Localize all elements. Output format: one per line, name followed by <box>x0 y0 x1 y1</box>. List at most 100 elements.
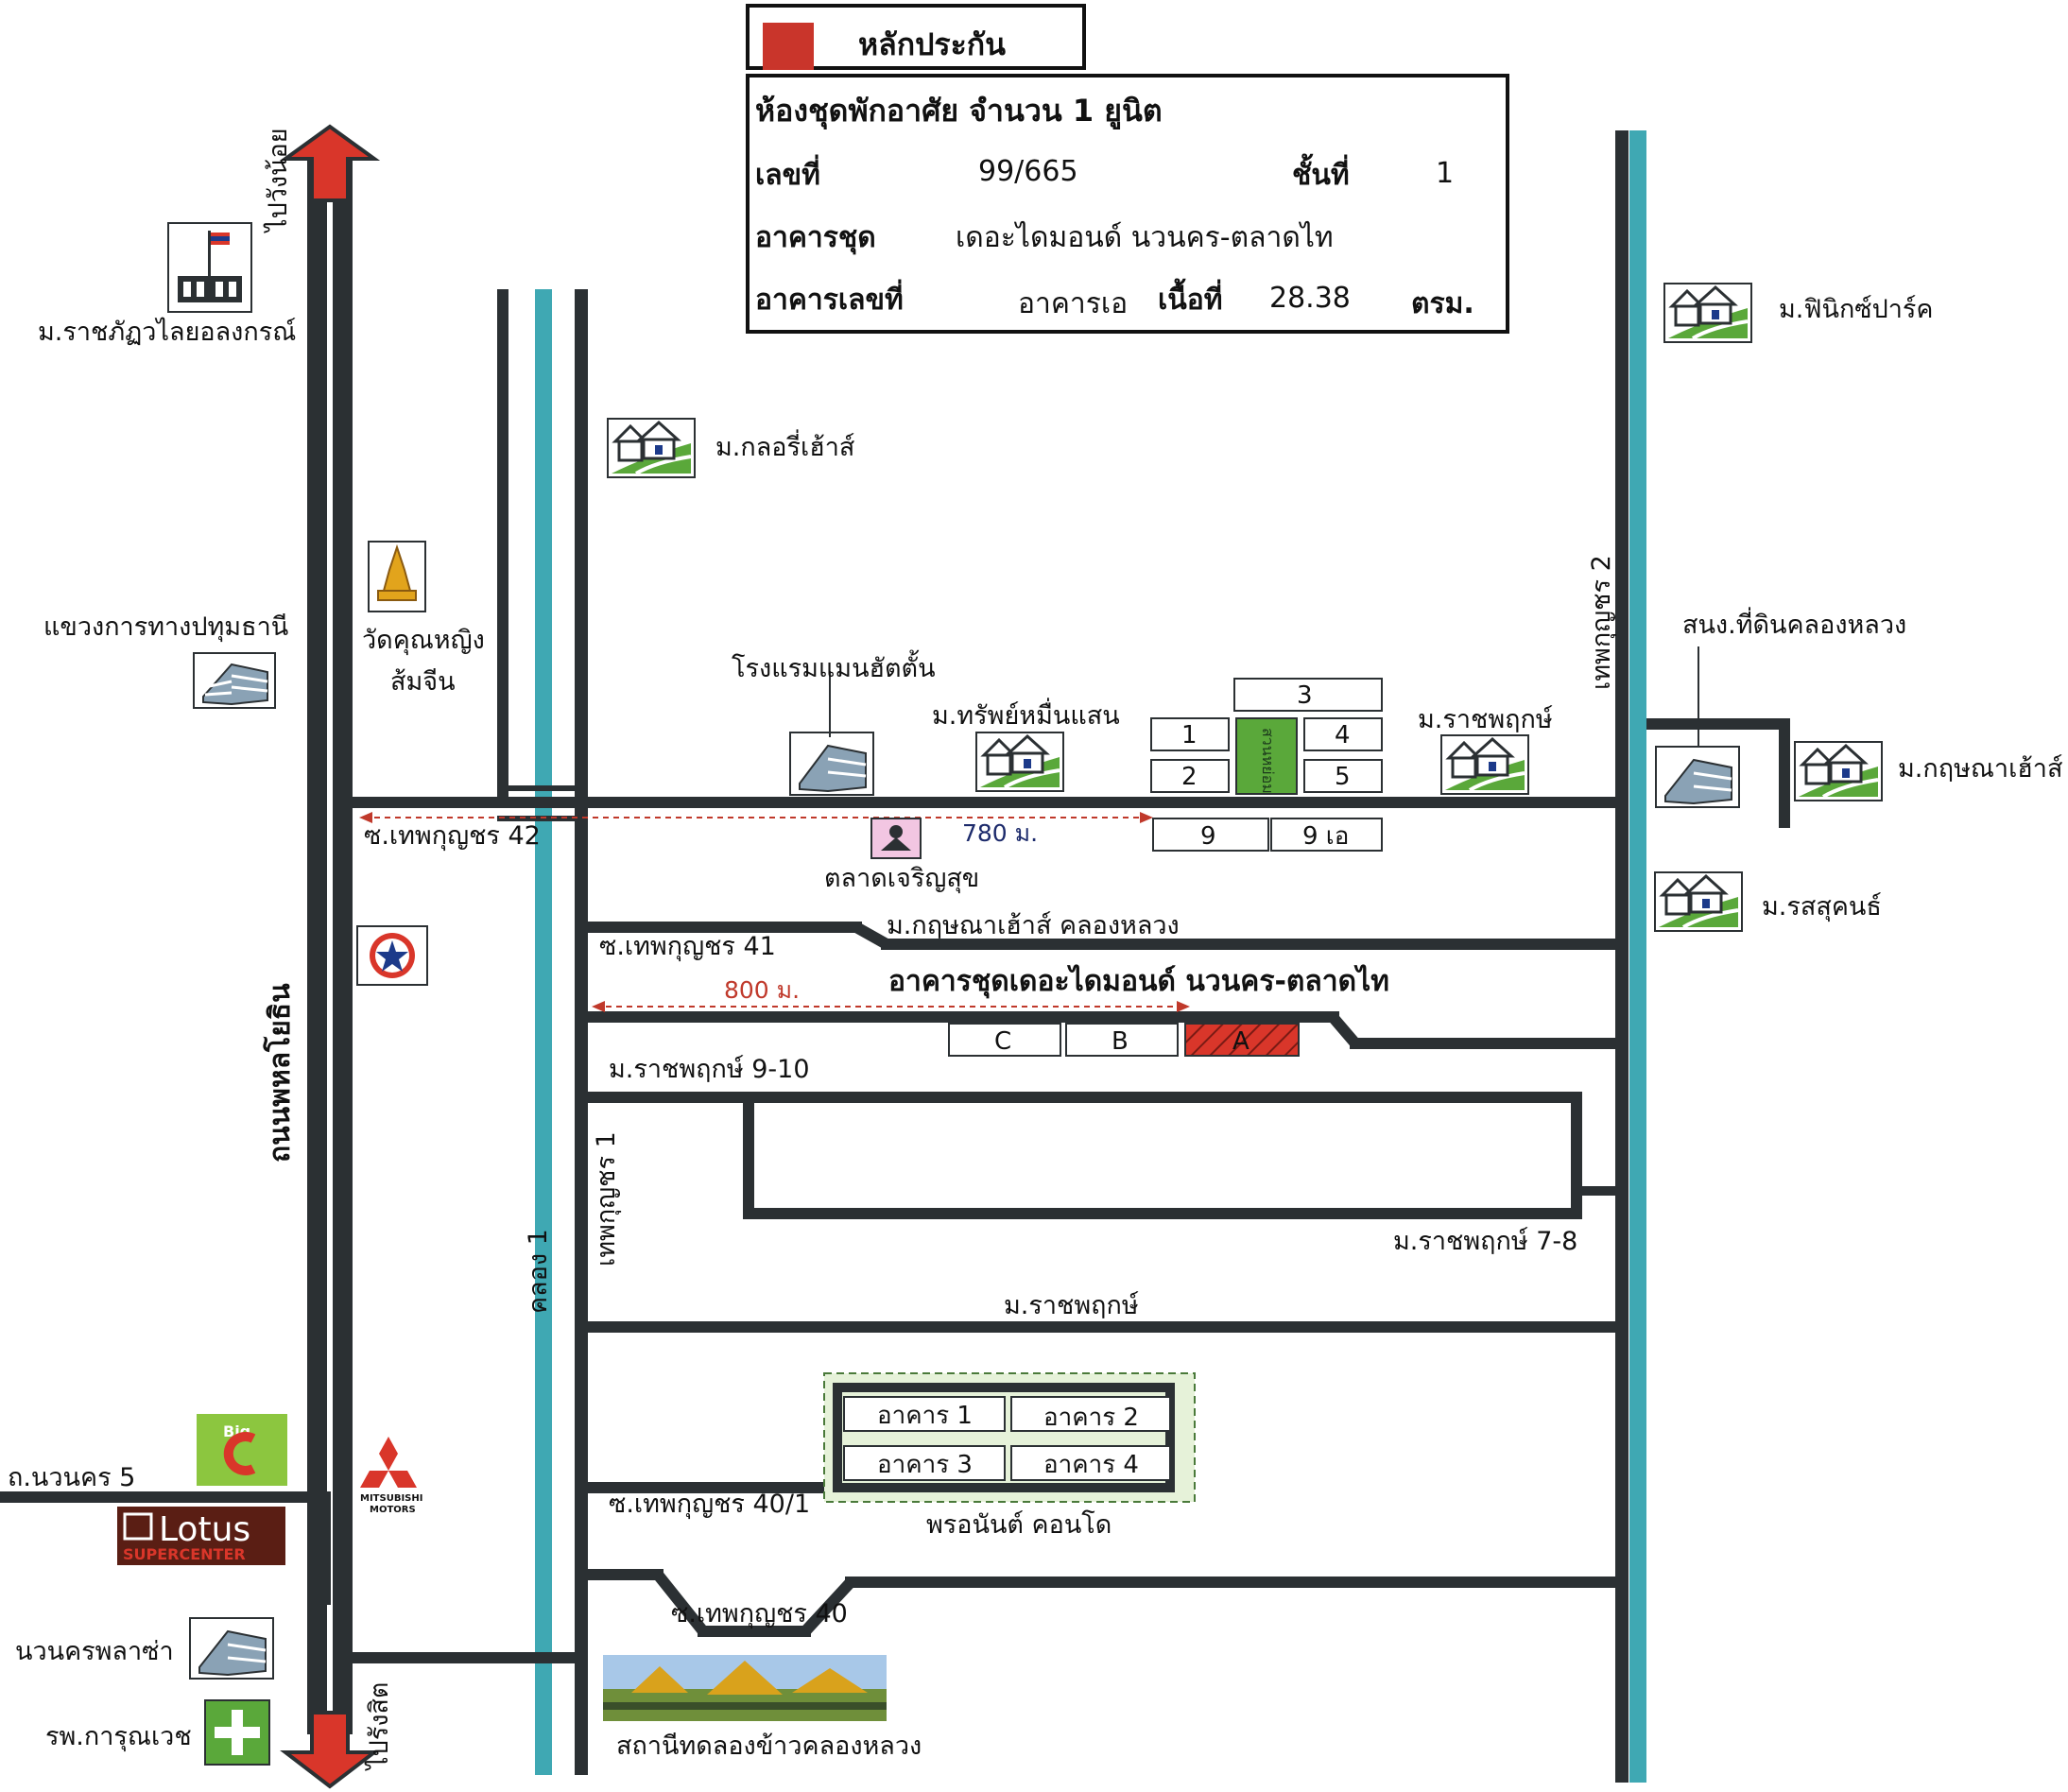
pornanan-building-1-label: อาคาร 1 <box>877 1402 973 1430</box>
rajapruk-label: ม.ราชพฤกษ์ <box>1004 1290 1139 1320</box>
rajabhat-label: ม.ราชภัฏวไลยอลงกรณ์ <box>38 317 296 347</box>
housing-estate-icon <box>1653 870 1744 933</box>
hospital-icon <box>204 1699 270 1766</box>
housing-estate-icon <box>974 731 1065 793</box>
office-building-icon <box>193 652 276 709</box>
pornanan-building-1 <box>843 1396 1006 1432</box>
market-icon <box>870 818 922 859</box>
area-label: เนื้อที่ <box>1158 284 1223 317</box>
condo-value: เดอะไดมอนด์ นวนคร-ตลาดไท <box>956 221 1334 254</box>
rajapruk-top-label: ม.ราชพฤกษ์ <box>1418 704 1553 734</box>
mitsubishi-logo: MITSUBISHI MOTORS <box>360 1437 422 1515</box>
floor-label: ชั้นที่ <box>1292 159 1350 192</box>
condo-label: อาคารชุด <box>755 221 876 254</box>
svg-text:MOTORS: MOTORS <box>370 1505 416 1515</box>
building-b-label: B <box>1112 1027 1129 1056</box>
svg-text:SUPERCENTER: SUPERCENTER <box>123 1545 246 1563</box>
info-title: ห้องชุดพักอาศัย จำนวน 1 ยูนิต <box>755 93 1163 129</box>
svg-text:MITSUBISHI: MITSUBISHI <box>360 1493 422 1504</box>
canal-thep2 <box>1629 130 1646 1783</box>
housing-estate-icon <box>607 418 696 478</box>
building-4-label: 4 <box>1335 721 1351 750</box>
area-value: 28.38 <box>1269 282 1351 315</box>
main-road-label: ถนนพหลโยธิน <box>262 983 297 1163</box>
building-b <box>1065 1023 1179 1057</box>
building-9a-label: 9 เอ <box>1302 822 1349 851</box>
subject-label: อาคารชุดเดอะไดมอนด์ นวนคร-ตลาดไท <box>888 964 1389 999</box>
building-a-label: A <box>1232 1027 1249 1056</box>
park-green <box>1235 717 1298 795</box>
hotel-label: โรงแรมแมนฮัตตั้น <box>732 649 936 683</box>
building-1 <box>1150 717 1230 751</box>
lotus-logo: Lotus SUPERCENTER <box>117 1507 285 1565</box>
pornanan-label: พรอนันต์ คอนโด <box>926 1509 1112 1540</box>
svg-text:Lotus: Lotus <box>159 1510 250 1549</box>
soi41-label: ซ.เทพกุญชร 41 <box>599 932 776 962</box>
housing-estate-icon <box>1663 282 1753 344</box>
rajapruk910-label: ม.ราชพฤกษ์ 9-10 <box>609 1054 810 1084</box>
bldg-value: อาคารเอ <box>1018 287 1129 320</box>
collateral-swatch <box>763 23 814 70</box>
soi40-1-label: ซ.เทพกุญชร 40/1 <box>609 1490 810 1520</box>
canal-label: คลอง 1 <box>524 1229 553 1314</box>
bigc-logo: Big <box>197 1414 287 1486</box>
hospital-label: รพ.การุณเวช <box>45 1722 192 1752</box>
pornanan-building-3-label: อาคาร 3 <box>877 1451 973 1479</box>
pornanan-area <box>823 1372 1196 1503</box>
wat-label-2: ส้มจีน <box>390 667 456 697</box>
wat-label-1: วัดคุณหญิง <box>362 626 485 656</box>
distance-800: 800 ม. <box>724 976 800 1004</box>
market-label: ตลาดเจริญสุข <box>824 864 979 894</box>
krit-klong-label: ม.กฤษณาเฮ้าส์ คลองหลวง <box>887 910 1180 940</box>
pornanan-building-3 <box>843 1445 1006 1481</box>
park-label: สวนหย่อม <box>1259 728 1277 794</box>
land-office-label: สนง.ที่ดินคลองหลวง <box>1682 607 1906 640</box>
nawanakorn5-label: ถ.นวนคร 5 <box>8 1463 135 1492</box>
soi42-label: ซ.เทพกุญชร 42 <box>364 821 541 852</box>
building-2 <box>1150 759 1230 793</box>
rice-station-label: สถานีทดลองข้าวคลองหลวง <box>616 1732 922 1761</box>
pornanan-building-2-label: อาคาร 2 <box>1043 1404 1139 1432</box>
housing-estate-icon <box>1439 733 1530 796</box>
pornanan-building-2 <box>1010 1396 1171 1432</box>
temple-icon <box>368 541 426 612</box>
building-9-label: 9 <box>1200 822 1216 851</box>
bldg-label: อาคารเลขที่ <box>755 284 904 317</box>
glory-label: ม.กลอรี่เฮ้าส์ <box>715 429 854 462</box>
distance-780: 780 ม. <box>962 819 1038 847</box>
krit-label: ม.กฤษณาเฮ้าส์ <box>1898 753 2062 784</box>
phoenix-label: ม.ฟินิกซ์ปาร์ค <box>1779 294 1934 324</box>
building-9 <box>1152 818 1269 852</box>
subject-building-a <box>1184 1023 1300 1057</box>
property-info-box: ห้องชุดพักอาศัย จำนวน 1 ยูนิต เลขที่ 99/… <box>746 74 1509 334</box>
arrow-north-icon <box>279 124 381 202</box>
building-5-label: 5 <box>1335 763 1351 791</box>
gas-station-icon <box>356 925 428 986</box>
hotel-icon <box>789 732 874 796</box>
area-unit: ตรม. <box>1411 287 1474 320</box>
plaza-building-icon <box>189 1617 274 1680</box>
to-south-label: ไปรังสิต <box>365 1682 394 1771</box>
housing-estate-icon <box>1793 740 1884 802</box>
building-3-label: 3 <box>1297 681 1313 710</box>
thep2-label: เทพกุญชร 2 <box>1587 555 1617 690</box>
thep1-label: เทพกุญชร 1 <box>592 1131 622 1266</box>
building-3 <box>1233 678 1383 712</box>
rice-station-image <box>603 1655 887 1721</box>
building-9a <box>1270 818 1383 852</box>
building-c-label: C <box>994 1027 1011 1056</box>
floor-value: 1 <box>1436 157 1455 190</box>
to-north-label: ไปวังน้อย <box>264 128 293 233</box>
building-5 <box>1303 759 1383 793</box>
building-1-label: 1 <box>1181 721 1198 750</box>
canal-1 <box>535 289 552 1775</box>
university-icon <box>167 222 252 313</box>
rot-label: ม.รสสุคนธ์ <box>1762 891 1882 922</box>
land-office-icon <box>1655 746 1740 808</box>
sap-label: ม.ทรัพย์หมื่นแสน <box>932 698 1120 731</box>
rajapruk78-label: ม.ราชพฤกษ์ 7-8 <box>1393 1226 1577 1256</box>
no-label: เลขที่ <box>755 159 820 192</box>
highway-office-label: แขวงการทางปทุมธานี <box>43 612 288 643</box>
building-c <box>948 1023 1061 1057</box>
